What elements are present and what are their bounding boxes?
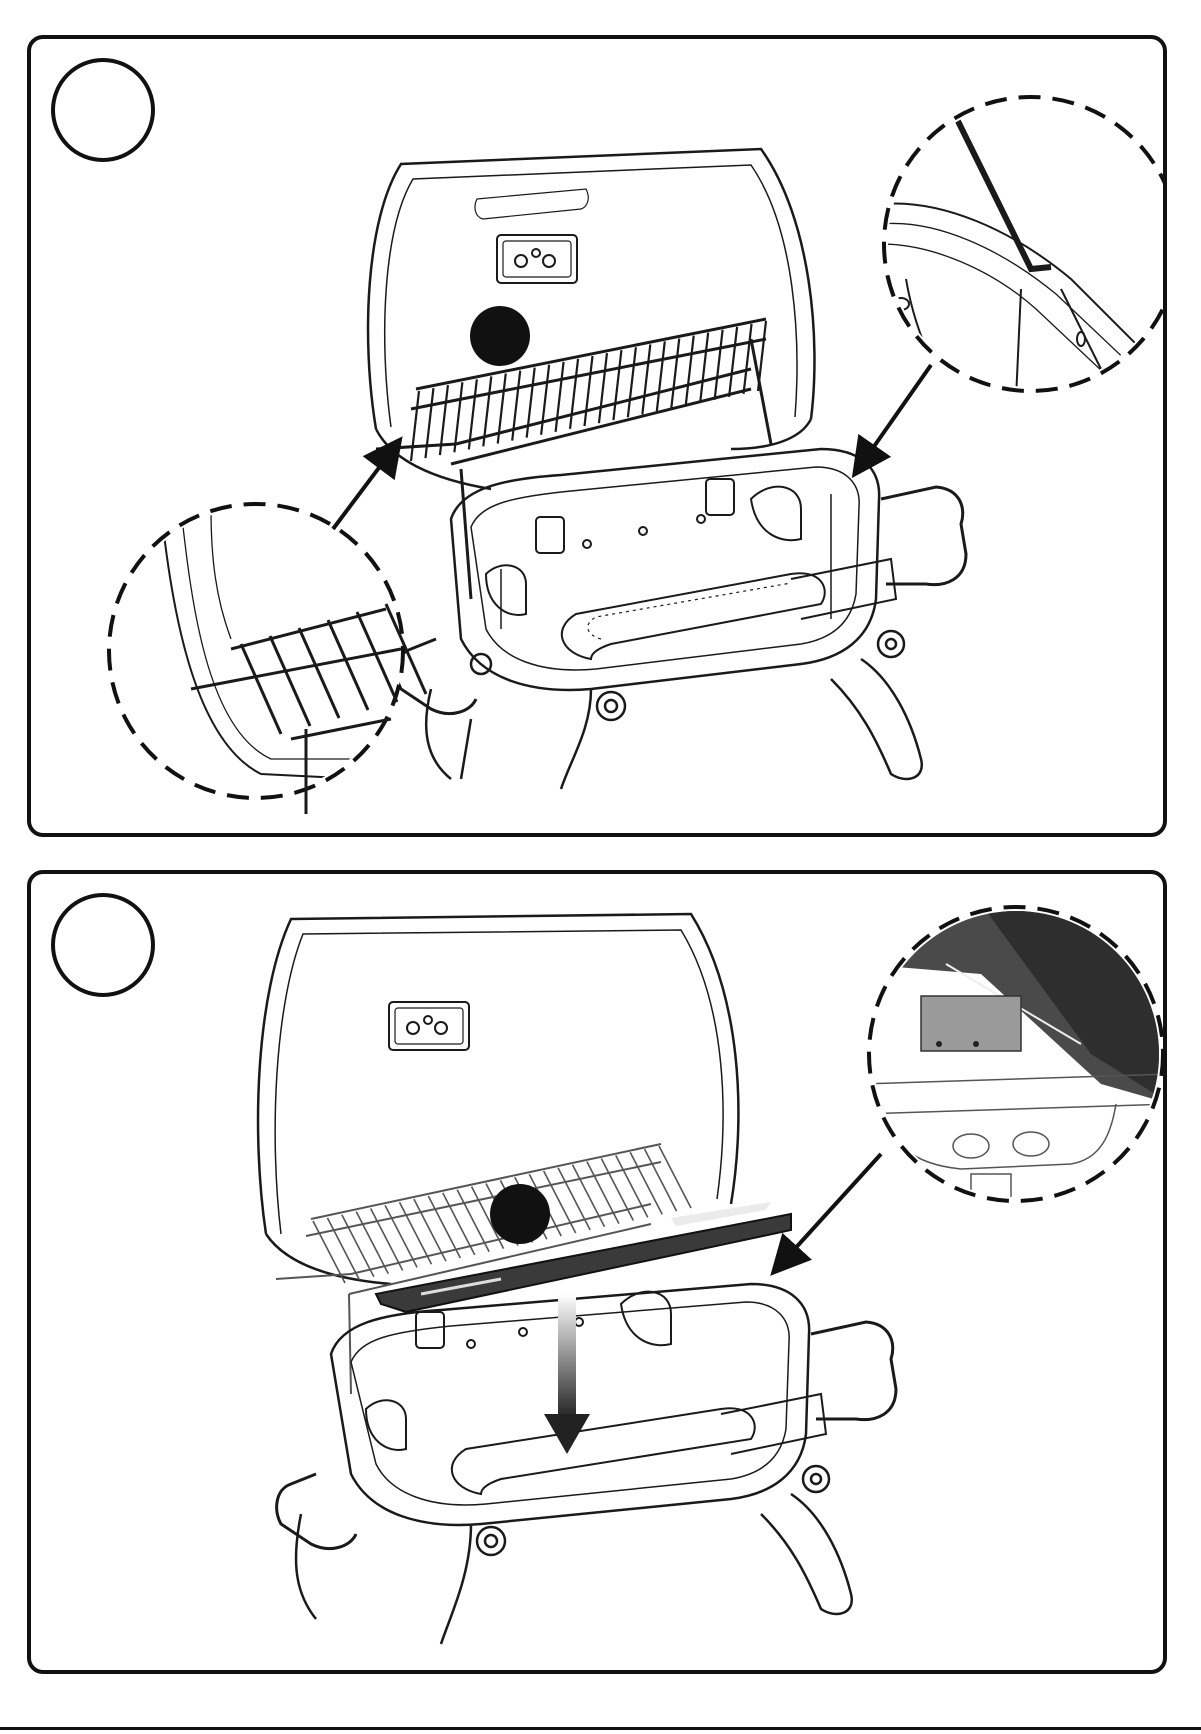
step-panel-2 [27, 870, 1167, 1674]
rack-wire [645, 1149, 677, 1211]
rack-wire [527, 368, 535, 438]
rack-wire [715, 330, 723, 400]
rack-wire [570, 359, 578, 429]
magnifier-callout-left [109, 504, 426, 814]
rack-wire [700, 333, 708, 403]
step-panel-1 [27, 35, 1167, 837]
rack-wire [356, 1212, 388, 1274]
pointer-arrow-right [781, 1154, 881, 1264]
burner-tube [562, 559, 896, 659]
lid-vent [475, 189, 588, 283]
rack-wire [342, 1215, 374, 1277]
rack-wire [642, 344, 650, 414]
rack-wire [729, 327, 737, 397]
grill-diagram-step-1 [31, 39, 1163, 833]
rack-wire [556, 362, 564, 432]
grill-firebox [451, 449, 879, 690]
callout-marker-dot [490, 1184, 550, 1244]
rack-wire [657, 341, 665, 411]
rack-wire [541, 365, 549, 435]
brackets [366, 1292, 671, 1450]
pointer-arrow-right [861, 365, 931, 465]
rack-wire [744, 324, 752, 394]
grill-legs [296, 1466, 852, 1644]
rack-wire [686, 336, 694, 406]
rack-wire [671, 339, 679, 409]
rack-wire [425, 388, 433, 458]
rack-wire [758, 321, 766, 391]
grill-legs [426, 631, 922, 789]
pointer-arrow-left [333, 449, 393, 529]
warming-rack-wires [411, 321, 766, 461]
rack-wire [599, 353, 607, 423]
page-bottom-rule [0, 1727, 1201, 1730]
brackets [486, 479, 801, 615]
callout-marker-dot [470, 306, 530, 366]
rack-wire [628, 347, 636, 417]
grill-diagram-step-2 [31, 874, 1163, 1670]
rack-wire [613, 350, 621, 420]
magnifier-callout-right [861, 904, 1163, 1217]
burner-tube [452, 1394, 826, 1494]
rack-wire [327, 1218, 359, 1280]
rack-wire [411, 391, 419, 461]
grill-lid [368, 149, 814, 489]
rack-wire [585, 356, 593, 426]
magnifier-callout-right [881, 97, 1163, 399]
rack-wire [659, 1146, 691, 1208]
lid-vent [389, 1002, 469, 1050]
